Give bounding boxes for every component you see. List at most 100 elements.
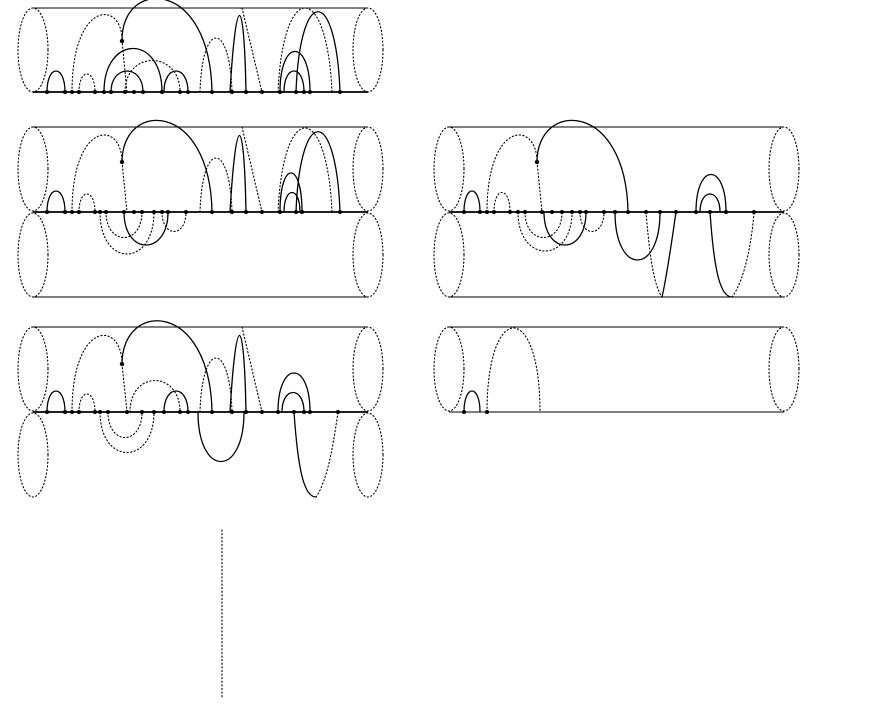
arc	[486, 134, 538, 213]
vertex	[570, 210, 574, 214]
arc	[229, 135, 247, 213]
vertex	[560, 210, 564, 214]
arc	[241, 126, 263, 213]
vertex	[93, 410, 97, 414]
vertex	[98, 210, 102, 214]
vertex	[70, 210, 74, 214]
vertex	[516, 210, 520, 214]
arc	[281, 392, 305, 413]
arc	[709, 211, 733, 298]
cylinder-left-rim	[433, 326, 465, 412]
panel-middle-left	[17, 119, 384, 298]
vertex	[308, 90, 312, 94]
arc	[197, 411, 245, 463]
arc	[661, 211, 677, 298]
arc	[78, 73, 96, 93]
vertex	[184, 210, 188, 214]
vertex	[626, 210, 630, 214]
vertex	[77, 90, 81, 94]
lower-right-rim	[352, 412, 384, 498]
vertex	[125, 410, 129, 414]
panel-bottom-right	[433, 326, 800, 414]
vertex	[462, 410, 466, 414]
arc	[199, 37, 233, 93]
arc	[99, 211, 155, 255]
arc	[121, 320, 213, 413]
vertex	[93, 210, 97, 214]
arc	[163, 70, 189, 93]
vertex	[230, 410, 234, 414]
arc	[46, 390, 66, 413]
arc	[129, 379, 181, 413]
vertex	[658, 210, 662, 214]
vertex	[109, 90, 113, 94]
vertex	[122, 210, 126, 214]
arc	[295, 131, 341, 213]
vertex	[613, 210, 617, 214]
vertex	[276, 410, 280, 414]
arc	[161, 211, 187, 232]
arc	[103, 47, 163, 93]
vertices	[45, 361, 340, 414]
vertex	[93, 90, 97, 94]
arc	[295, 11, 341, 93]
arc	[277, 372, 311, 413]
arc	[71, 14, 123, 93]
arc	[493, 192, 511, 213]
arc	[277, 7, 333, 93]
vertex	[210, 90, 214, 94]
vertices	[45, 159, 342, 214]
vertex	[260, 210, 264, 214]
vertex	[119, 159, 125, 165]
vertex	[70, 90, 74, 94]
vertex	[578, 210, 582, 214]
vertex	[244, 210, 248, 214]
arc	[517, 211, 573, 252]
arc	[121, 363, 128, 413]
arc	[78, 193, 96, 213]
vertex	[540, 210, 544, 214]
vertices	[462, 159, 756, 214]
panel-top-left	[17, 0, 384, 94]
vertex	[160, 90, 164, 94]
arc	[731, 211, 755, 298]
arc	[283, 70, 305, 93]
arc	[121, 0, 213, 93]
vertex	[244, 90, 248, 94]
arc	[199, 157, 233, 213]
vertex	[45, 90, 49, 94]
vertex	[132, 90, 136, 94]
vertex	[63, 410, 67, 414]
vertex	[98, 410, 102, 414]
vertex	[166, 210, 170, 214]
arc	[163, 390, 189, 413]
upper-right-rim	[352, 326, 384, 412]
arc	[78, 393, 96, 413]
vertex	[602, 210, 606, 214]
arc	[614, 211, 661, 261]
upper-right-rim	[768, 126, 800, 212]
arc	[579, 211, 605, 232]
vertex	[123, 90, 127, 94]
vertex	[77, 410, 81, 414]
arc	[699, 193, 721, 213]
panel-middle-right	[433, 119, 800, 298]
vertex	[132, 210, 136, 214]
vertex	[294, 90, 298, 94]
arc	[124, 59, 181, 93]
arc	[283, 192, 301, 213]
upper-left-rim	[433, 126, 465, 212]
arc	[241, 7, 263, 93]
cylinder-right-rim	[352, 7, 384, 93]
vertex	[260, 90, 264, 94]
cylinder-right-rim	[768, 326, 800, 412]
upper-left-rim	[17, 126, 49, 212]
arc	[463, 390, 481, 413]
vertex	[104, 210, 108, 214]
lower-left-rim	[433, 212, 465, 298]
arc	[279, 172, 303, 213]
vertex	[152, 210, 156, 214]
vertex	[102, 90, 106, 94]
vertex	[70, 410, 74, 414]
arc	[99, 411, 155, 453]
